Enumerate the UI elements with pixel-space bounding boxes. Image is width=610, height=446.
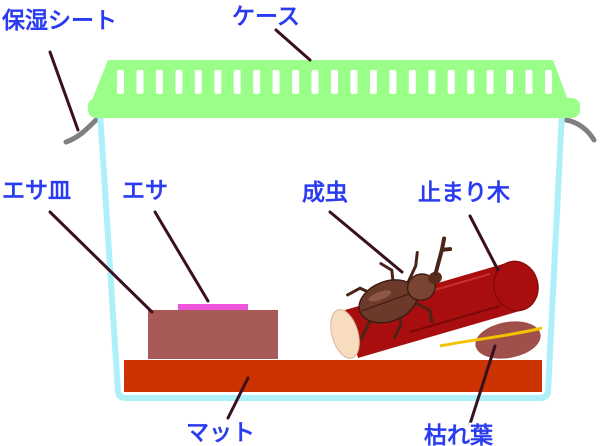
lid-vent-slot (428, 70, 436, 94)
lid-vent-slot (233, 70, 241, 94)
leader-moisture-sheet (48, 50, 80, 132)
lid-vent-slot (525, 70, 533, 94)
leader-adult-beetle (328, 210, 404, 274)
leader-perch-wood (468, 214, 500, 272)
dead-leaf (439, 321, 543, 359)
lid-vent-slot (331, 70, 338, 94)
food-dish (148, 310, 278, 359)
label-perch-wood: 止まり木 (418, 180, 510, 206)
lid-vent-slot (253, 70, 261, 94)
moisture-sheet-right-edge (563, 117, 597, 143)
lid-vent-slot (136, 70, 144, 94)
leader-food-dish (48, 210, 154, 314)
label-dead-leaves: 枯れ葉 (424, 423, 494, 446)
label-moisture-sheet: 保湿シート (1, 7, 117, 34)
lid-vent-slot (194, 70, 202, 94)
label-food: エサ (122, 178, 168, 204)
leader-food (153, 210, 210, 303)
food (178, 304, 248, 310)
lid-vent-slot (408, 70, 416, 94)
lid-vent-slot (369, 70, 377, 94)
lid-vent-slot (311, 70, 319, 94)
lid-vent-slot (467, 70, 475, 94)
lid-vent-slot (117, 70, 124, 94)
lid-vent-slot (292, 70, 300, 94)
adult-beetle-icon (346, 236, 453, 341)
label-adult-beetle: 成虫 (302, 180, 348, 206)
lid-vent-slot (545, 70, 552, 94)
leader-mat (226, 376, 250, 420)
label-case: ケース (232, 4, 300, 30)
lid-vent-slot (447, 70, 455, 94)
case-lid (88, 60, 580, 118)
label-mat: マット (186, 420, 255, 446)
lid-vent-slot (350, 70, 358, 94)
label-food-dish: エサ皿 (2, 178, 71, 204)
lid-vent-slot (486, 70, 494, 94)
perch-wood (330, 260, 539, 359)
lid-vent-slot (214, 70, 222, 94)
lid-vent-slot (155, 70, 163, 94)
lid-vent-slot (272, 70, 280, 94)
lid-vent-slot (175, 70, 183, 94)
leader-lines (48, 28, 500, 426)
lid-vent-slot (506, 70, 514, 94)
leader-case (274, 28, 312, 62)
moisture-sheet-left-edge (63, 117, 99, 145)
mat (124, 360, 542, 392)
lid-vent-slot (389, 70, 397, 94)
leader-dead-leaves (468, 344, 497, 426)
